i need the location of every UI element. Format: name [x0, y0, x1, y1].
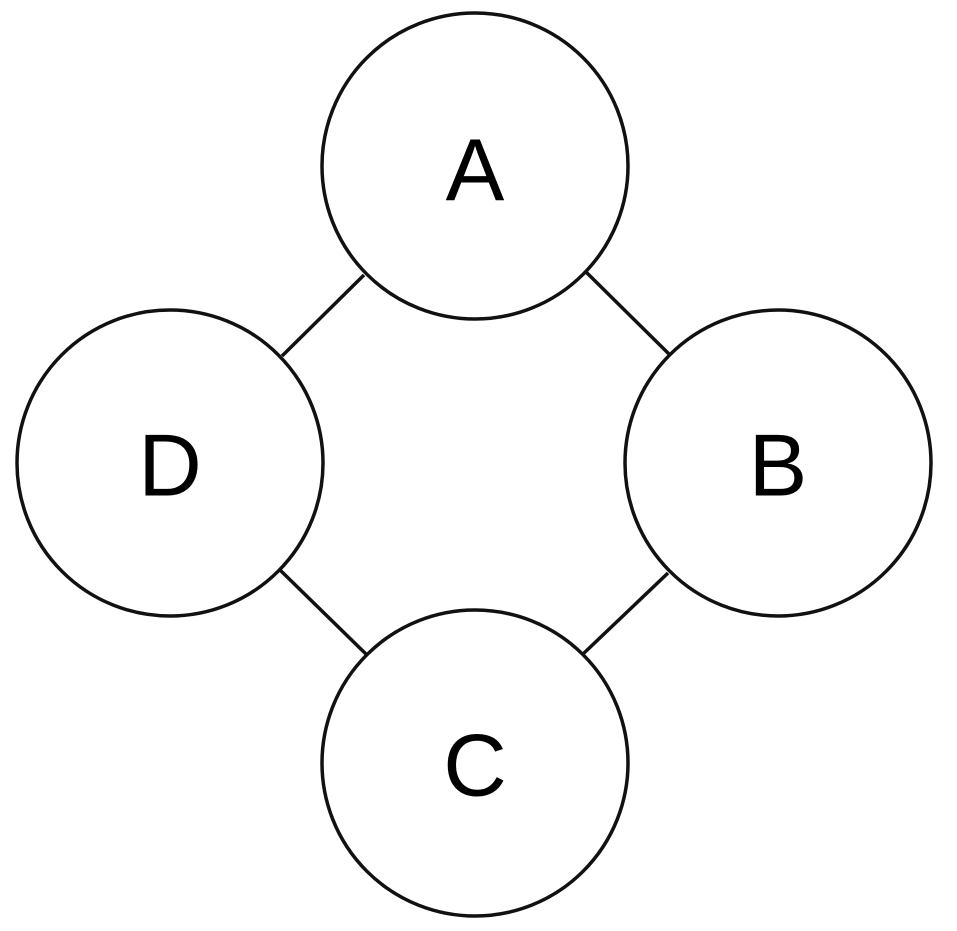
node-b-circle [623, 308, 933, 618]
edge-b-c [581, 571, 670, 656]
node-a-label: A [446, 121, 505, 220]
node-b: B [623, 308, 933, 618]
node-b-label: B [749, 416, 808, 515]
node-a: A [320, 11, 630, 321]
node-d-label: D [138, 416, 202, 515]
edge-a-b [583, 269, 673, 358]
node-c-circle [320, 608, 630, 918]
edge-d-a [280, 273, 366, 358]
node-a-circle [320, 11, 630, 321]
node-d: D [15, 308, 325, 618]
node-c: C [320, 608, 630, 918]
node-d-circle [15, 308, 325, 618]
node-c-label: C [443, 716, 507, 815]
edge-c-d [278, 568, 370, 658]
